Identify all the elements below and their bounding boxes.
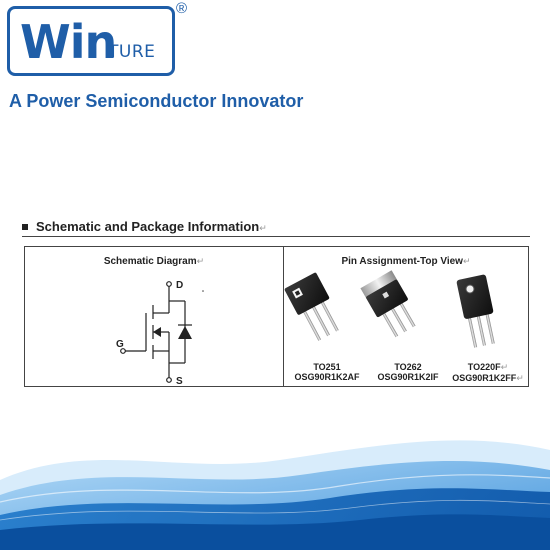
schematic-heading-text: Schematic Diagram: [103, 256, 197, 267]
return-mark-icon: ↵: [196, 256, 205, 266]
package-name: TO220F↵: [467, 362, 509, 372]
source-terminal: [166, 377, 172, 383]
drain-label: D: [176, 280, 183, 291]
package-label-to220f: TO220F↵ OSG90R1K2FF↵: [448, 362, 528, 384]
return-mark-icon: ↵: [462, 256, 471, 266]
return-mark-icon: ↵: [259, 223, 267, 233]
package-name: TO251: [313, 362, 341, 372]
pin-assignment-panel: Pin Assignment-Top View↵: [283, 246, 529, 387]
channel-arrow-icon: [153, 327, 161, 337]
package-label-to251: TO251 OSG90R1K2AF: [287, 362, 367, 382]
logo-win-text: Win: [20, 15, 117, 69]
to251-package-icon: [284, 272, 339, 341]
section-title: Schematic and Package Information↵: [22, 219, 267, 236]
package-label-to262: TO262 OSG90R1K2IF: [368, 362, 448, 382]
to262-package-icon: [360, 270, 416, 338]
part-number: OSG90R1K2AF: [294, 372, 360, 382]
body-diode-icon: [178, 326, 192, 339]
schematic-panel: Schematic Diagram↵: [24, 246, 284, 387]
part-number: OSG90R1K2IF: [377, 372, 439, 382]
wave-background: [0, 440, 550, 550]
tagline: A Power Semiconductor Innovator: [9, 91, 304, 111]
mosfet-schematic: D G S: [116, 280, 204, 386]
drain-terminal: [166, 281, 172, 287]
gate-label: G: [116, 339, 124, 350]
pin-assignment-heading: Pin Assignment-Top View↵: [284, 256, 528, 267]
pin-assignment-heading-text: Pin Assignment-Top View: [341, 256, 463, 267]
gate-terminal: [120, 348, 126, 354]
to220f-package-icon: [456, 274, 495, 348]
section-title-text: Schematic and Package Information: [36, 219, 260, 234]
part-number: OSG90R1K2FF↵: [452, 373, 524, 383]
section-divider: [22, 236, 530, 237]
square-bullet-icon: [22, 223, 28, 230]
registered-mark: ®: [176, 0, 188, 17]
logo-ture-text: TURE: [108, 42, 156, 62]
company-logo: Win TURE: [7, 6, 175, 76]
package-name: TO262: [394, 362, 422, 372]
schematic-heading: Schematic Diagram↵: [25, 256, 283, 267]
package-illustrations: [284, 270, 495, 348]
source-label: S: [176, 376, 183, 386]
